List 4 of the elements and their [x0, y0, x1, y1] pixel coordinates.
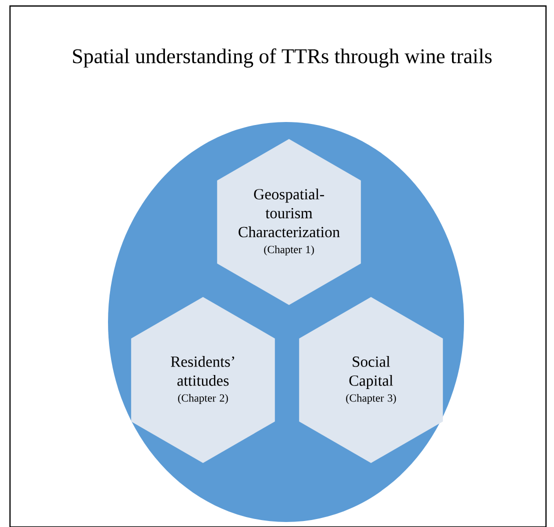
hexagon: Geospatial- tourism Characterization (Chapter 1): [217, 139, 361, 305]
hexagon: Residents’ attitudes (Chapter 2): [131, 297, 275, 463]
title: Spatial understanding of TTRs through wine trails: [73, 48, 492, 68]
hexagon: Social Capital (Chapter 3): [299, 297, 443, 463]
